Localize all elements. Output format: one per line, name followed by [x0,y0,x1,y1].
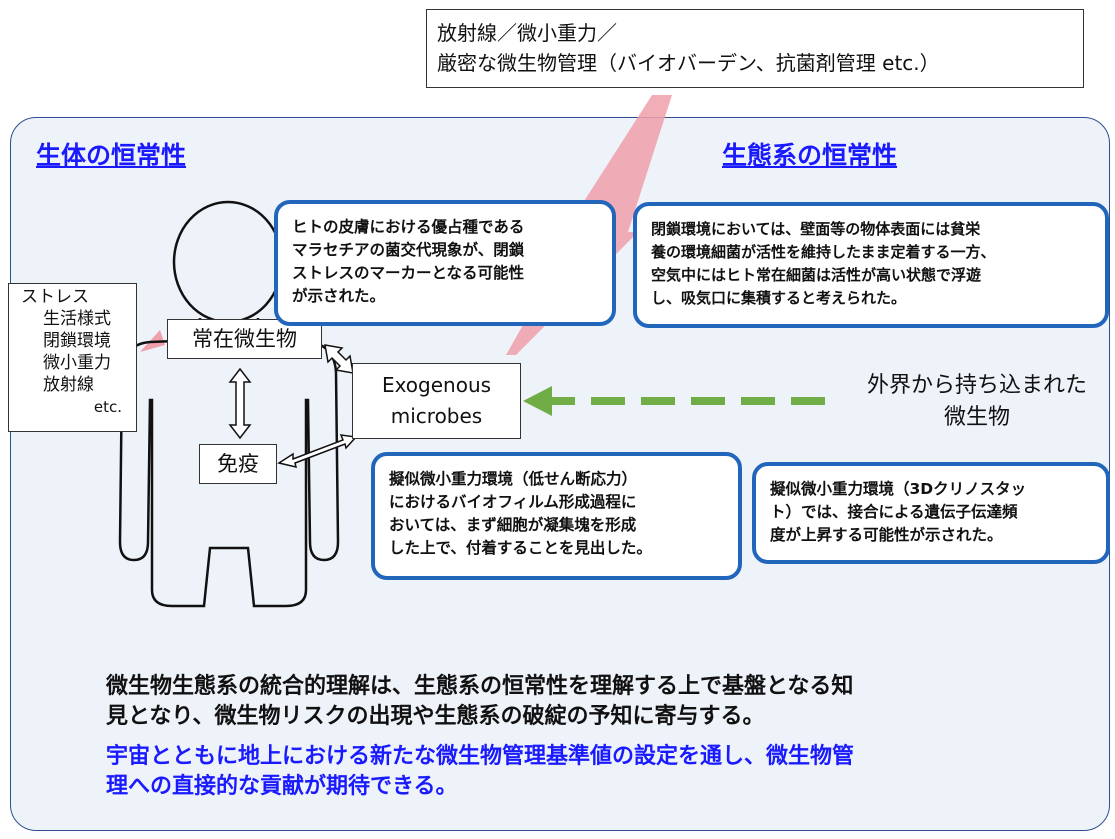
external-line1: 外界から持ち込まれた [866,373,1087,398]
expectation-line: 宇宙とともに地上における新たな微生物管理基準値の設定を通し、微生物管 [106,744,855,769]
expectation-text: 宇宙とともに地上における新たな微生物管理基準値の設定を通し、微生物管 理への直接… [106,742,854,802]
bubble-line: が示された。 [292,287,386,305]
bubble-line: し、吸気口に集積すると考えられた。 [651,289,907,307]
conclusion-line: 見となり、微生物リスクの出現や生態系の破綻の予知に寄与する。 [106,704,765,729]
skin-finding-bubble: ヒトの皮膚における優占種である マラセチアの菌交代現象が、閉鎖 ストレスのマーカ… [274,200,616,326]
bubble-line: マラセチアの菌交代現象が、閉鎖 [292,241,525,259]
stress-etc: etc. [93,398,122,416]
stress-item: 放射線 [43,375,94,395]
stress-item: 微小重力 [43,353,111,373]
green-arrow-head [523,386,552,416]
conclusion-text: 微生物生態系の統合的理解は、生態系の恒常性を理解する上で基盤となる知 見となり、… [106,672,853,732]
long-double-arrow [277,434,358,469]
exogenous-line1: Exogenous [381,373,492,397]
immunity-label: 免疫 [199,444,277,484]
clinostat-bubble: 擬似微小重力環境（3Dクリノスタッ ト）では、接合による遺伝子伝達頻 度が上昇す… [752,462,1110,564]
stress-box: ストレス 生活様式 閉鎖環境 微小重力 放射線 etc. [8,283,137,432]
top-note-box: 放射線／微小重力／ 厳密な微生物管理（バイオバーデン、抗菌剤管理 etc.） [426,9,1084,88]
expectation-line: 理への直接的な貢献が期待できる。 [106,774,458,799]
external-line2: 微生物 [943,405,1010,430]
external-microbes-label: 外界から持ち込まれた 微生物 [842,370,1112,434]
closed-environment-bubble: 閉鎖環境においては、壁面等の物体表面には貧栄 養の環境細菌が活性を維持したまま定… [633,202,1109,328]
vertical-double-arrow [228,367,252,440]
bubble-line: ストレスのマーカーとなる可能性 [292,264,525,282]
bubble-line: におけるバイオフィルム形成過程に [389,493,637,511]
bubble-line: ヒトの皮膚における優占種である [292,218,525,236]
biofilm-bubble: 擬似微小重力環境（低せん断応力） におけるバイオフィルム形成過程に おいては、ま… [371,452,742,580]
stress-item: 閉鎖環境 [43,331,111,351]
conclusion-line: 微生物生態系の統合的理解は、生態系の恒常性を理解する上で基盤となる知 [106,674,854,699]
stress-item: 生活様式 [43,309,111,329]
top-note-line1: 放射線／微小重力／ [437,21,617,45]
stress-title: ストレス [21,287,89,307]
bubble-line: 度が上昇する可能性が示された。 [770,526,1003,544]
resident-microbes-label: 常在微生物 [167,319,322,359]
bubble-line: 擬似微小重力環境（3Dクリノスタッ [770,480,1027,498]
bubble-line: おいては、まず細胞が凝集塊を形成 [389,516,637,534]
diagonal-double-arrow [324,344,354,374]
exogenous-line2: microbes [390,404,483,428]
exogenous-microbes-box: Exogenous microbes [352,363,521,439]
top-note-line2: 厳密な微生物管理（バイオバーデン、抗菌剤管理 etc.） [437,51,940,75]
bubble-line: ト）では、接合による遺伝子伝達頻 [770,503,1018,521]
heading-ecosystem-homeostasis: 生態系の恒常性 [722,141,898,170]
bubble-line: 閉鎖環境においては、壁面等の物体表面には貧栄 [651,220,981,238]
bubble-line: 養の環境細菌が活性を維持したまま定着する一方、 [651,243,996,261]
bubble-line: 空気中にはヒト常在細菌は活性が高い状態で浮遊 [651,266,982,284]
bubble-line: した上で、付着することを見出した。 [389,539,652,557]
bubble-line: 擬似微小重力環境（低せん断応力） [389,470,638,488]
heading-body-homeostasis: 生体の恒常性 [36,141,187,170]
